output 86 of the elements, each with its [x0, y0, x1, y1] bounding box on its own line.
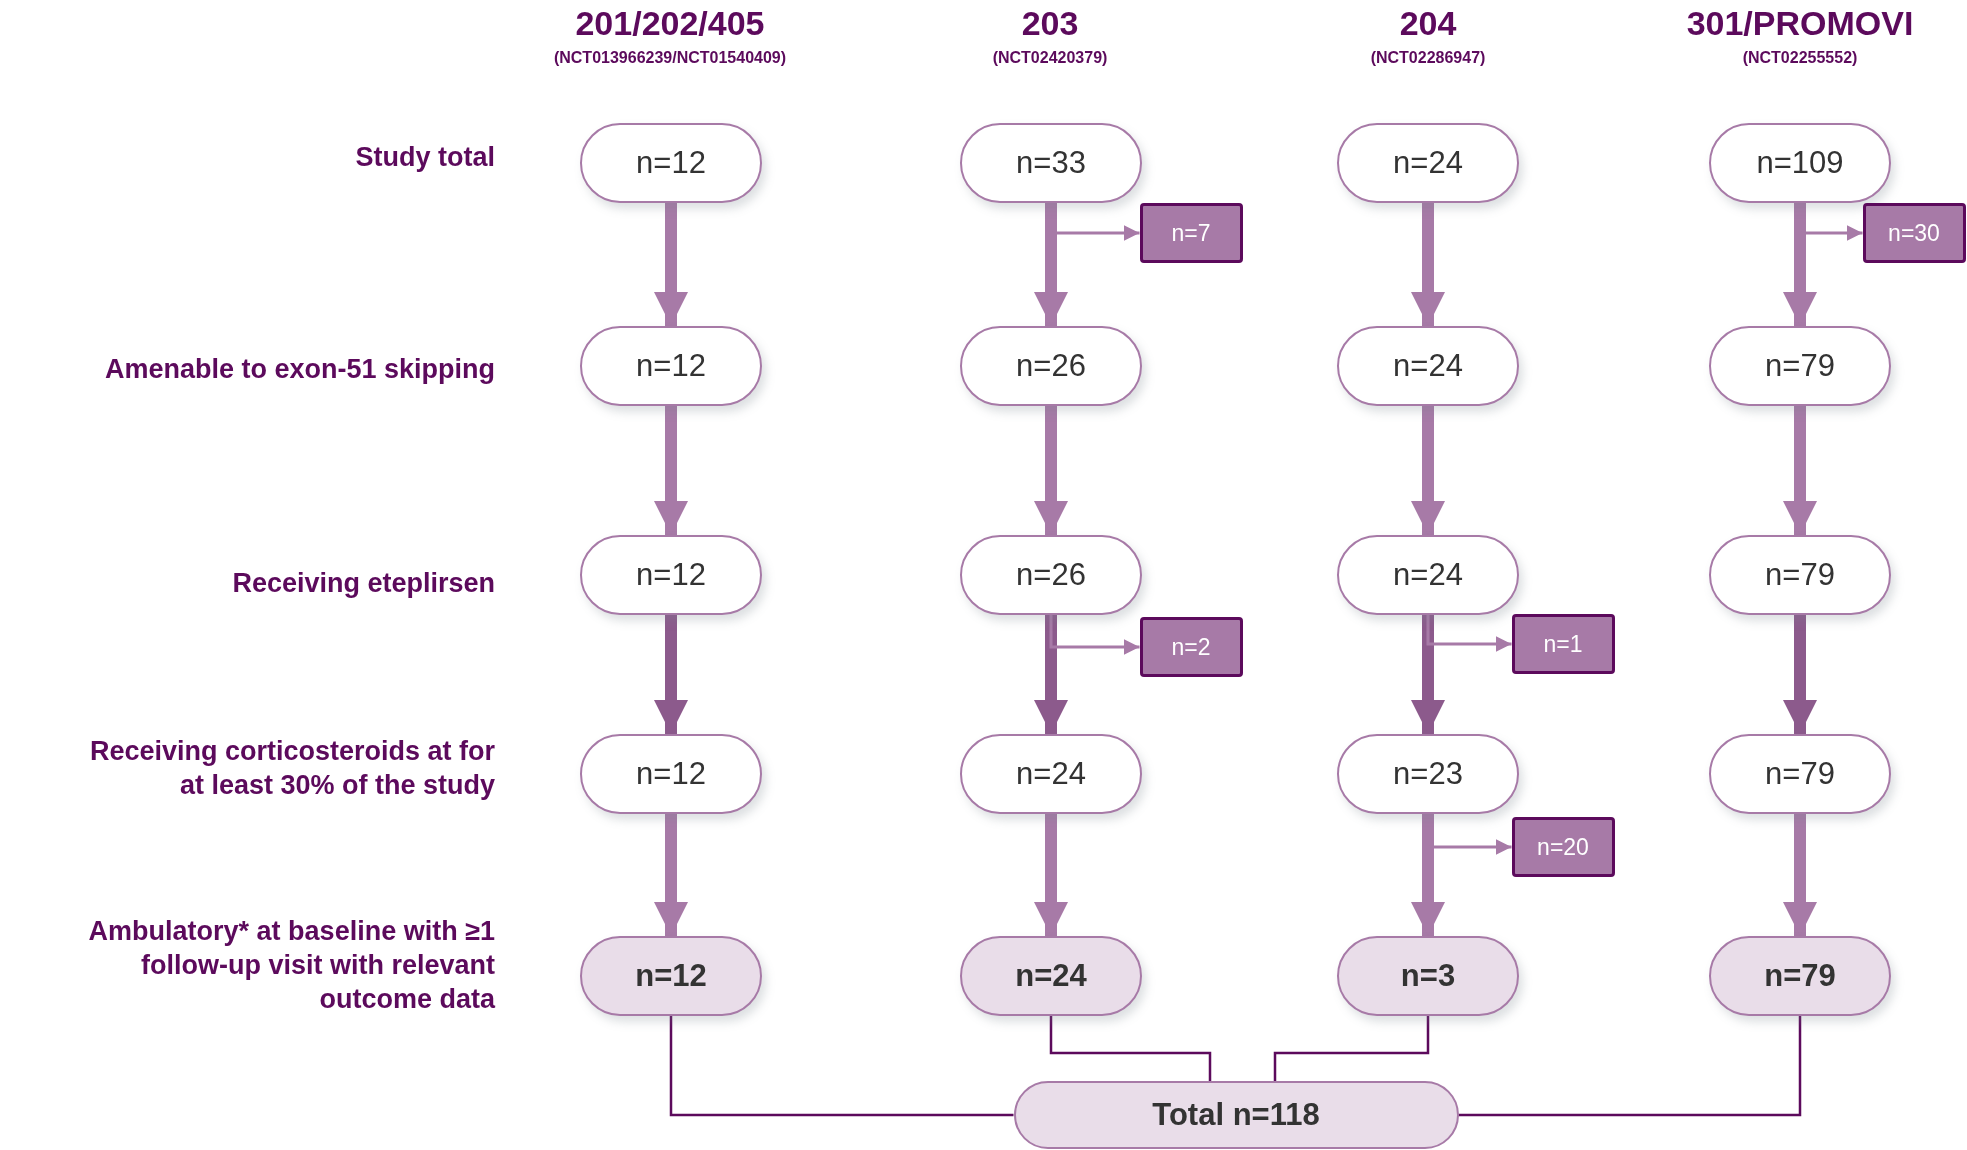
connector-line	[669, 1016, 1014, 1117]
result-pill	[1709, 936, 1891, 1016]
count-text: n=79	[1764, 958, 1836, 994]
arrow	[1783, 406, 1817, 535]
trial-id: (NCT013966239/NCT01540409)	[552, 48, 788, 68]
count-text: n=7	[1171, 219, 1211, 247]
arrow	[1034, 615, 1068, 734]
count-pill	[580, 535, 762, 615]
count-pill	[960, 734, 1142, 814]
count-pill	[1337, 326, 1519, 406]
row-label: Study total	[354, 141, 495, 174]
result-pill	[960, 936, 1142, 1016]
count-pill	[1709, 734, 1891, 814]
count-text: n=2	[1171, 633, 1211, 661]
arrow	[1783, 203, 1817, 326]
count-text: n=23	[1393, 756, 1463, 792]
result-pill	[1337, 936, 1519, 1016]
column-heading: 203	[1020, 3, 1080, 44]
arrow	[1049, 615, 1140, 655]
arrow	[1411, 203, 1445, 326]
connector-line	[1458, 1016, 1802, 1117]
arrow	[654, 203, 688, 326]
count-text: n=3	[1400, 958, 1456, 994]
count-pill	[1709, 535, 1891, 615]
count-text: Total n=118	[1152, 1097, 1320, 1133]
column-heading: 301/PROMOVI	[1685, 3, 1915, 44]
count-text: n=12	[636, 756, 706, 792]
arrow	[654, 814, 688, 936]
result-pill	[580, 936, 762, 1016]
arrow	[1411, 615, 1445, 734]
arrow	[1783, 615, 1817, 734]
arrow	[1411, 406, 1445, 535]
row-label: Amenable to exon-51 skipping	[103, 353, 495, 386]
row-label: Ambulatory* at baseline with ≥1 follow-up visit with relevant outcome data	[87, 915, 495, 1016]
count-text: n=12	[636, 145, 706, 181]
connector-line	[1273, 1016, 1430, 1081]
arrow	[654, 615, 688, 734]
count-text: n=12	[636, 557, 706, 593]
arrow	[1034, 406, 1068, 535]
row-label: Receiving eteplirsen	[231, 567, 495, 600]
count-pill	[960, 535, 1142, 615]
count-text: n=1	[1543, 630, 1583, 658]
count-text: n=24	[1015, 958, 1087, 994]
count-pill	[580, 123, 762, 203]
arrow	[654, 406, 688, 535]
count-pill	[960, 123, 1142, 203]
count-pill	[1337, 734, 1519, 814]
count-text: n=79	[1765, 557, 1835, 593]
count-text: n=12	[635, 958, 707, 994]
row-label: Receiving corticosteroids at for at least 30% of the study	[88, 735, 495, 802]
arrow	[1783, 814, 1817, 936]
trial-id: (NCT02420379)	[991, 48, 1109, 68]
count-text: n=24	[1016, 756, 1086, 792]
count-text: n=109	[1756, 145, 1844, 181]
count-pill	[1337, 123, 1519, 203]
excluded-count-box	[1139, 617, 1243, 677]
excluded-count-box	[1511, 614, 1615, 674]
count-pill	[580, 734, 762, 814]
connector-line	[1049, 1016, 1212, 1081]
count-text: n=26	[1016, 557, 1086, 593]
count-text: n=79	[1765, 756, 1835, 792]
count-text: n=79	[1765, 348, 1835, 384]
count-pill	[960, 326, 1142, 406]
count-text: n=24	[1393, 145, 1463, 181]
excluded-count-box	[1511, 817, 1615, 877]
column-heading: 204	[1398, 3, 1458, 44]
arrow	[1034, 814, 1068, 936]
count-pill	[1709, 123, 1891, 203]
trial-id: (NCT02286947)	[1369, 48, 1487, 68]
count-text: n=24	[1393, 348, 1463, 384]
count-text: n=26	[1016, 348, 1086, 384]
count-text: n=12	[636, 348, 706, 384]
excluded-count-box	[1139, 203, 1243, 263]
count-text: n=30	[1888, 219, 1940, 247]
arrow	[1411, 814, 1445, 936]
count-text: n=33	[1016, 145, 1086, 181]
count-text: n=20	[1537, 833, 1589, 861]
arrow	[1034, 203, 1068, 326]
excluded-count-box	[1862, 203, 1966, 263]
count-pill	[580, 326, 762, 406]
arrow	[1426, 615, 1512, 652]
count-pill	[1709, 326, 1891, 406]
trial-id: (NCT02255552)	[1741, 48, 1859, 68]
column-heading: 201/202/405	[574, 3, 766, 44]
count-pill	[1337, 535, 1519, 615]
count-text: n=24	[1393, 557, 1463, 593]
